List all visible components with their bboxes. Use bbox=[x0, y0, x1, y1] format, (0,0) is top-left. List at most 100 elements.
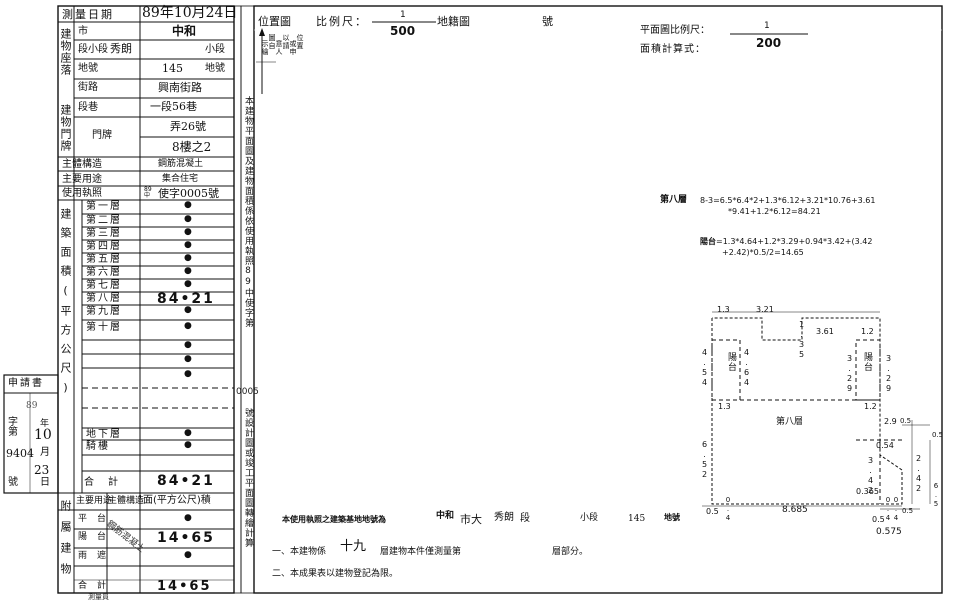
note1-suffix: 層部分。 bbox=[552, 547, 589, 557]
plan-calc-label: 面積計算式： bbox=[640, 44, 706, 55]
floor-label: 第七層 bbox=[86, 280, 122, 291]
street-label: 街路 bbox=[78, 82, 98, 93]
plan-scale-label: 平面圖比例尺： bbox=[640, 25, 710, 36]
annex-total-value: 14•65 bbox=[157, 579, 212, 594]
floor-area-value: ● bbox=[184, 354, 192, 364]
base-subsection: 小段 bbox=[580, 513, 599, 523]
dim-left-inner: 4.64 bbox=[742, 348, 751, 388]
main-structure-value: 鋼筋混凝土 bbox=[158, 159, 204, 169]
floor-label: 第六層 bbox=[86, 267, 122, 278]
balcony-title: 陽台 bbox=[700, 237, 716, 246]
lane-label: 段巷 bbox=[78, 102, 98, 113]
floor-area-value: ● bbox=[184, 340, 192, 350]
room-label: 第八層 bbox=[776, 417, 804, 427]
floor-label: 第二層 bbox=[86, 215, 122, 226]
annex-col-area: 面(平方公尺)積 bbox=[143, 495, 211, 506]
dim-top-a: 1.3 bbox=[717, 305, 730, 314]
total-label: 合計 bbox=[84, 477, 132, 488]
floor-label: 第九層 bbox=[86, 306, 122, 317]
floor-area-value: 84•21 bbox=[157, 291, 215, 307]
floor-area-value: ● bbox=[184, 428, 192, 438]
applicant-year-label: 年 bbox=[40, 419, 50, 429]
dim-bottom-mid: 8.685 bbox=[782, 505, 808, 515]
cadastral-label: 地籍圖 bbox=[437, 15, 470, 28]
applicant-header: 申請書 bbox=[8, 378, 44, 389]
note1-prefix: 一、本建物係 bbox=[272, 547, 327, 557]
note2: 二、本成果表以建物登記為限。 bbox=[272, 569, 399, 579]
dim-r-e: 2.42 bbox=[914, 454, 923, 494]
floor-area-value: ● bbox=[184, 227, 192, 237]
street-value: 興南街路 bbox=[158, 81, 202, 94]
base-lot-suffix: 地號 bbox=[664, 513, 680, 522]
middle-caption: 本建物平面圖及建物面積係依使用執照89中使字第 bbox=[243, 96, 253, 328]
section-value: 秀朗 bbox=[110, 42, 132, 55]
dim-top-e: 1.2 bbox=[861, 327, 874, 336]
position-scale-label: 比例尺： bbox=[316, 15, 368, 28]
position-scale-den: 500 bbox=[390, 24, 416, 38]
use-permit-label: 使用執照 bbox=[62, 188, 102, 199]
lot-label: 地號 bbox=[78, 63, 98, 74]
dim-left-long: 6.52 bbox=[700, 440, 709, 480]
floor-label: 第八層 bbox=[86, 293, 122, 304]
base-lot: 145 bbox=[628, 514, 646, 524]
balcony-line-1: =1.3*4.64+1.2*3.29+0.94*3.42+(3.42 bbox=[716, 237, 873, 246]
north-arrow-icon bbox=[259, 28, 265, 36]
annex-use-label: 雨遮 bbox=[78, 551, 117, 561]
middle-permit-number: 0005 bbox=[236, 387, 259, 397]
dim-r-b: 0.5 bbox=[900, 417, 912, 425]
dim-left-outer: 4.54 bbox=[700, 348, 709, 388]
base-prefix: 本使用執照之建築基地地號為 bbox=[282, 515, 386, 524]
dim-mid-left: 1.3 bbox=[718, 402, 731, 411]
base-city-suffix: 市大 bbox=[460, 513, 482, 526]
door-floor-value: 8樓之2 bbox=[172, 140, 212, 154]
floor-label: 第十層 bbox=[86, 322, 122, 333]
dim-r-g: 0.365 bbox=[856, 487, 879, 496]
formula-title: 第八層 bbox=[660, 195, 688, 205]
main-use-label: 主要用途 bbox=[62, 174, 102, 185]
dim-r-j: 0.5 bbox=[902, 507, 914, 515]
subsection-value: 小段 bbox=[205, 44, 225, 55]
floor-area-value: ● bbox=[184, 214, 192, 224]
dim-top-d: 3.61 bbox=[816, 327, 834, 336]
applicant-day-value: 23 bbox=[34, 463, 50, 477]
floor-label: 第四層 bbox=[86, 241, 122, 252]
balcony-right-label: 陽台 bbox=[862, 352, 872, 372]
cadastral-number-suffix: 號 bbox=[542, 15, 553, 28]
location-group-label: 建物座落 bbox=[59, 28, 72, 76]
survey-date-label: 測量日期 bbox=[62, 8, 114, 21]
floor-area-value: ● bbox=[184, 440, 192, 450]
applicant-day-label: 日 bbox=[40, 477, 50, 488]
door-alley-value: 弄26號 bbox=[170, 120, 206, 133]
dim-right-inner: 3.29 bbox=[845, 354, 854, 394]
applicant-year-value: 89 bbox=[26, 401, 38, 411]
dim-mid-right: 1.2 bbox=[864, 402, 877, 411]
dim-bottom-total: 0.575 bbox=[876, 527, 902, 537]
city-label: 市 bbox=[78, 26, 88, 37]
use-permit-prefix: 89中 bbox=[144, 186, 152, 199]
position-map-label: 位置圖 bbox=[258, 15, 291, 28]
dim-right-outer: 3.29 bbox=[884, 354, 893, 394]
base-section-suffix: 段 bbox=[520, 513, 530, 524]
note1-mid: 層建物本件僅測量第 bbox=[380, 547, 462, 557]
floor-area-value: ● bbox=[184, 253, 192, 263]
lot-value: 145 bbox=[162, 62, 183, 75]
total-value: 84•21 bbox=[157, 473, 215, 489]
dim-r-k: 0.5 bbox=[932, 431, 944, 439]
lane-value: 一段56巷 bbox=[150, 100, 197, 113]
city-value: 中和 bbox=[172, 24, 197, 38]
formula-line-2: *9.41+1.2*6.12=84.21 bbox=[728, 207, 821, 216]
middle-caption-2: 號設計圖或竣工平面圖轉繪計算 bbox=[243, 408, 253, 548]
applicant-char-label: 字第 bbox=[8, 417, 18, 438]
base-section: 秀朗 bbox=[494, 512, 514, 523]
annex-total-label: 合計 bbox=[78, 581, 117, 591]
position-scale-num: 1 bbox=[400, 10, 406, 20]
applicant-month-label: 月 bbox=[40, 447, 50, 458]
balcony-line-2: +2.42)*0.5/2=14.65 bbox=[722, 248, 804, 257]
position-note: 以請 bbox=[282, 34, 290, 50]
dim-top-b: 3.21 bbox=[756, 305, 774, 314]
applicant-number-value: 9404 bbox=[6, 447, 34, 460]
floor-area-value: ● bbox=[184, 200, 192, 210]
floor-label: 第五層 bbox=[86, 254, 122, 265]
